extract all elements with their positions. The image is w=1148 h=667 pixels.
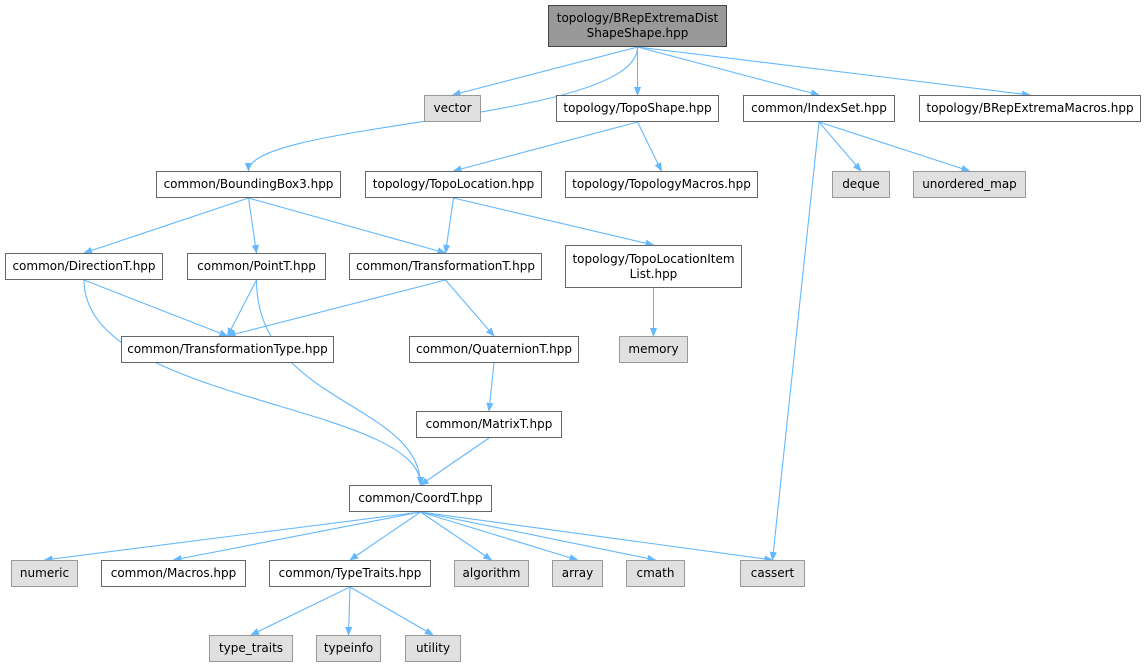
node-cassert[interactable]: cassert	[740, 560, 805, 587]
node-quaternion-t[interactable]: common/QuaternionT.hpp	[409, 336, 579, 363]
edge-direction_t-to-transformation_type	[83, 279, 229, 337]
node-macros[interactable]: common/Macros.hpp	[101, 560, 246, 587]
edge-point_t-to-coord_t	[255, 279, 425, 486]
edge-index_set-to-deque	[818, 121, 862, 172]
edge-coord_t-to-algorithm	[420, 511, 493, 561]
edge-transformation_t-to-quaternion_t	[445, 279, 495, 337]
edge-coord_t-to-type_traits_hpp	[349, 511, 421, 561]
edge-matrix_t-to-coord_t	[419, 437, 490, 486]
edge-index_set-to-unordered_map	[818, 121, 971, 172]
node-deque[interactable]: deque	[832, 171, 890, 198]
edge-coord_t-to-array	[420, 511, 579, 562]
node-transformation-type[interactable]: common/TransformationType.hpp	[121, 336, 334, 363]
node-topo-location[interactable]: topology/TopoLocation.hpp	[365, 171, 542, 198]
node-cmath[interactable]: cmath	[626, 560, 685, 587]
edge-topo_shape-to-topo_location	[452, 121, 638, 173]
node-bounding-box3[interactable]: common/BoundingBox3.hpp	[156, 171, 341, 198]
edge-transformation_t-to-transformation_type	[226, 279, 446, 338]
node-typeinfo[interactable]: typeinfo	[316, 635, 381, 662]
node-algorithm[interactable]: algorithm	[454, 560, 529, 587]
edge-coord_t-to-cmath	[420, 511, 657, 562]
node-vector[interactable]: vector	[424, 95, 481, 122]
node-unordered-map[interactable]: unordered_map	[913, 171, 1026, 198]
node-utility[interactable]: utility	[405, 635, 461, 662]
node-topo-location-item-list[interactable]: topology/TopoLocationItem List.hpp	[565, 245, 742, 288]
node-type-traits[interactable]: type_traits	[209, 635, 293, 662]
node-direction-t[interactable]: common/DirectionT.hpp	[5, 253, 163, 280]
node-brep-extrema-macros[interactable]: topology/BRepExtremaMacros.hpp	[919, 95, 1141, 122]
node-index-set[interactable]: common/IndexSet.hpp	[743, 95, 895, 122]
node-type-traits-hpp[interactable]: common/TypeTraits.hpp	[269, 560, 431, 587]
edge-bounding_box3-to-transformation_t	[248, 197, 447, 255]
node-array[interactable]: array	[552, 560, 603, 587]
edge-quaternion_t-to-matrix_t	[486, 362, 495, 412]
edge-type_traits_hpp-to-utility	[349, 586, 434, 636]
edge-point_t-to-transformation_type	[227, 279, 257, 337]
edge-coord_t-to-macros	[172, 511, 421, 562]
edge-root-to-vector	[451, 46, 638, 97]
edge-root-to-index_set	[637, 46, 820, 97]
node-memory[interactable]: memory	[619, 336, 688, 363]
node-topology-macros[interactable]: topology/TopologyMacros.hpp	[565, 171, 758, 198]
edge-topo_location-to-topo_location_item_list	[453, 197, 655, 247]
edge-bounding_box3-to-point_t	[247, 197, 259, 254]
node-point-t[interactable]: common/PointT.hpp	[187, 253, 326, 280]
node-matrix-t[interactable]: common/MatrixT.hpp	[416, 411, 562, 438]
edge-index_set-to-cassert	[769, 121, 820, 561]
edge-coord_t-to-numeric	[43, 511, 421, 563]
edge-topo_location-to-transformation_t	[443, 197, 455, 254]
edge-type_traits_hpp-to-typeinfo	[345, 586, 353, 636]
edge-bounding_box3-to-direction_t	[83, 197, 249, 254]
edge-root-to-brep_extrema_macros	[637, 46, 1031, 98]
node-root-brep-extrema-dist-shape-shape: topology/BRepExtremaDist ShapeShape.hpp	[548, 5, 727, 47]
edge-topo_shape-to-topology_macros	[637, 121, 662, 172]
node-coord-t[interactable]: common/CoordT.hpp	[349, 485, 492, 512]
node-numeric[interactable]: numeric	[11, 560, 78, 587]
edge-type_traits_hpp-to-type_traits	[250, 586, 351, 636]
node-topo-shape[interactable]: topology/TopoShape.hpp	[556, 95, 719, 122]
node-transformation-t[interactable]: common/TransformationT.hpp	[349, 253, 542, 280]
edge-coord_t-to-cassert	[420, 511, 774, 563]
edge-direction_t-to-coord_t	[83, 279, 425, 486]
